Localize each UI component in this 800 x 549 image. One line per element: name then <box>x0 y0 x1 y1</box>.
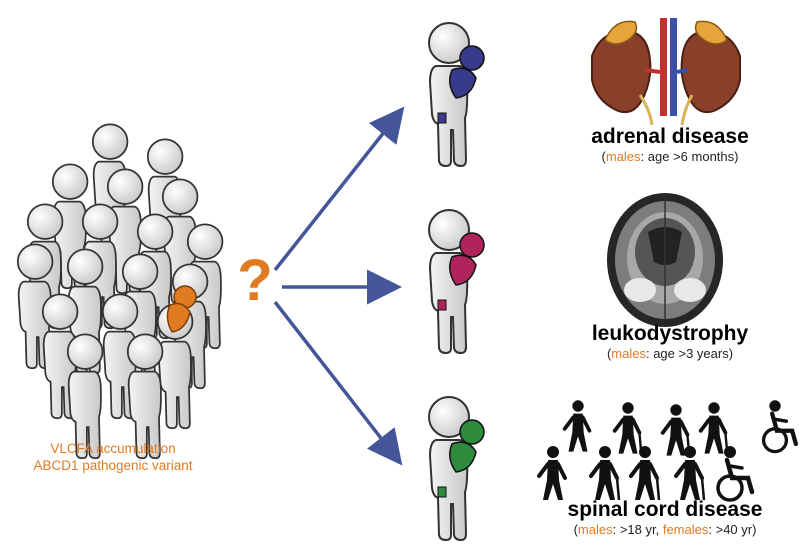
child-head <box>459 419 485 445</box>
arrows <box>273 106 405 466</box>
mobility-decline-icon <box>537 400 799 502</box>
cane-walker-icon <box>612 402 643 454</box>
parent-figures <box>428 22 485 541</box>
outcome-spinal-cord: spinal cord disease (males: >18 yr, fema… <box>540 498 790 537</box>
wheelchair-icon <box>716 446 755 502</box>
child-foot <box>437 112 447 124</box>
outcome-detail: (males: >18 yr, females: >40 yr) <box>573 522 757 537</box>
crowd-caption: VLCFA accumulation ABCD1 pathogenic vari… <box>8 440 218 474</box>
child-foot <box>437 299 447 311</box>
cane-walker-icon <box>660 404 691 456</box>
arrow-to-spinal <box>273 300 403 466</box>
parent-with-child <box>428 22 485 167</box>
crowd-caption-line1: VLCFA accumulation <box>50 441 176 456</box>
outcome-leukodystrophy: leukodystrophy (males: age >3 years) <box>560 322 780 361</box>
walker-icon <box>537 446 567 500</box>
crowd-group <box>16 123 224 460</box>
cane-walker-icon <box>629 446 661 501</box>
outcome-title: leukodystrophy <box>591 322 749 345</box>
outcome-title: spinal cord disease <box>567 498 763 521</box>
sex-label-females: females <box>662 522 709 537</box>
question-mark: ? <box>237 248 272 313</box>
cane-walker-icon <box>674 446 706 501</box>
outcome-adrenal: adrenal disease (males: age >6 months) <box>560 125 780 164</box>
brain-mri-icon <box>607 193 723 327</box>
outcome-detail: (males: age >3 years) <box>606 346 734 361</box>
crowd-caption-line2: ABCD1 pathogenic variant <box>33 458 193 473</box>
sex-label-males: males <box>611 346 646 361</box>
cane-walker-icon <box>589 446 621 501</box>
sex-label-males: males <box>577 522 613 537</box>
cane-walker-icon <box>698 402 729 454</box>
child-head <box>459 232 485 258</box>
wheelchair-icon <box>761 400 799 454</box>
child-body <box>449 254 477 286</box>
highlighted-child <box>166 285 197 333</box>
child-body <box>449 67 477 99</box>
outcome-detail: (males: age >6 months) <box>601 149 739 164</box>
walker-icon <box>562 400 592 452</box>
child-head <box>459 45 485 71</box>
adrenal-kidney-icon <box>591 18 741 126</box>
parent-with-child <box>428 396 485 541</box>
sex-label-males: males <box>605 149 641 164</box>
child-body <box>449 441 477 473</box>
arrow-to-adrenal <box>273 106 405 272</box>
outcome-title: adrenal disease <box>591 125 749 148</box>
parent-with-child <box>428 209 485 354</box>
child-foot <box>437 486 447 498</box>
